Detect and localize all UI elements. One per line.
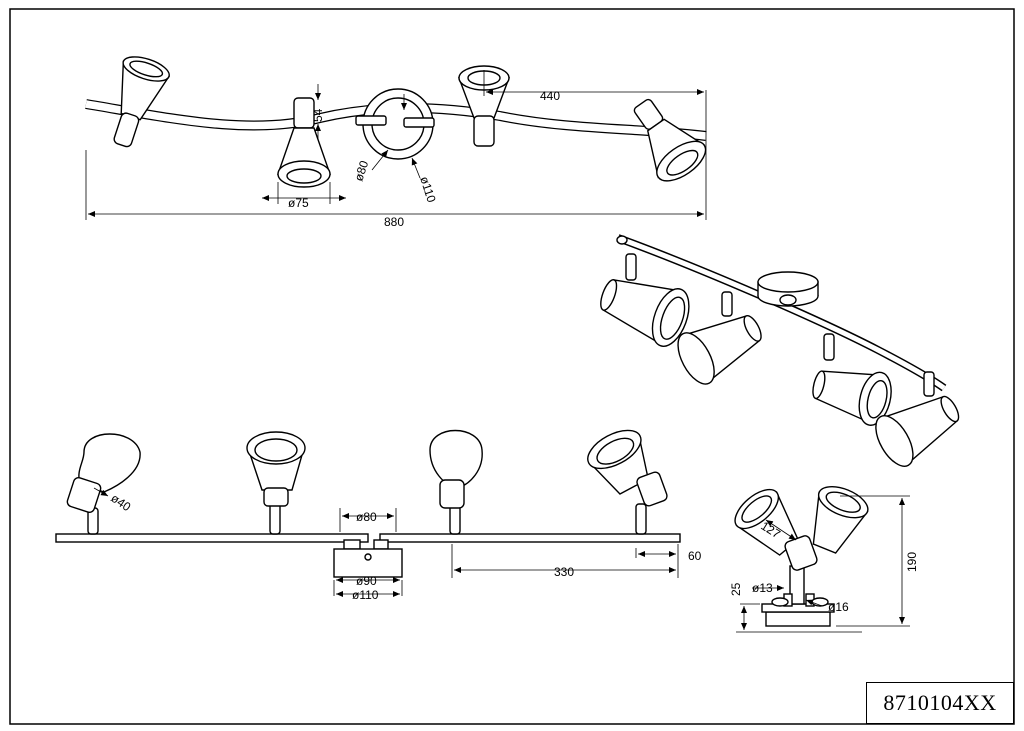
- dim-side-stem-height: 25: [729, 582, 743, 596]
- dim-side-height: 190: [905, 552, 919, 572]
- perspective-spot-4: [875, 395, 960, 467]
- side-view-dimensions: [736, 495, 910, 633]
- front-view-bar-right: [379, 533, 681, 543]
- dim-top-spacing: 440: [540, 89, 560, 103]
- side-view-base: [761, 565, 835, 627]
- top-view-ceiling-plate: [355, 88, 435, 160]
- dim-top-shade-diameter: ø75: [288, 196, 309, 210]
- front-view-dimension-labels: ø40 ø80 ø90 ø110 330 60: [108, 491, 701, 602]
- front-view-spot-2: [246, 431, 306, 535]
- perspective-view: [600, 234, 960, 467]
- drawing-frame: [9, 8, 1015, 725]
- dim-front-base-outer: ø110: [352, 588, 379, 602]
- front-view-spot-4: [587, 429, 668, 535]
- perspective-ceiling-plate: [757, 271, 819, 307]
- dim-side-knob: ø13: [752, 581, 773, 595]
- dim-top-plate-inner: ø80: [352, 159, 372, 183]
- front-view-spot-3: [429, 429, 483, 535]
- dim-front-overhang: 60: [688, 549, 702, 563]
- front-view: [55, 429, 681, 578]
- perspective-spot-3: [812, 370, 892, 426]
- top-view-dimensions: [85, 70, 707, 220]
- dim-top-depth: 54: [311, 108, 325, 122]
- product-code-box: 8710104XX: [866, 682, 1014, 724]
- side-view-shade-right: [812, 485, 869, 554]
- side-view: [734, 485, 869, 627]
- dim-side-stem: ø16: [828, 600, 849, 614]
- dim-top-plate-outer: ø110: [417, 175, 439, 205]
- side-view-dimension-labels: 127 190 ø13 ø16 25: [729, 519, 919, 614]
- front-view-bar-left: [55, 533, 369, 543]
- front-view-spot-1: [66, 433, 141, 535]
- dim-front-base-top: ø80: [356, 510, 377, 524]
- dim-top-length: 880: [384, 215, 404, 229]
- dim-front-spacing: 330: [554, 565, 574, 579]
- top-view-spot-1: [113, 56, 171, 148]
- product-code: 8710104XX: [883, 690, 997, 715]
- perspective-spot-1: [600, 279, 690, 347]
- front-view-dimensions: [93, 487, 679, 597]
- front-view-ceiling-base: [333, 539, 403, 578]
- dim-front-spot-diameter: ø40: [108, 491, 133, 514]
- top-view-spot-2: [277, 97, 331, 188]
- top-view-spot-4: [633, 98, 707, 182]
- top-view: [85, 56, 707, 188]
- dim-front-base-mid: ø90: [356, 574, 377, 588]
- perspective-spot-2: [677, 315, 762, 385]
